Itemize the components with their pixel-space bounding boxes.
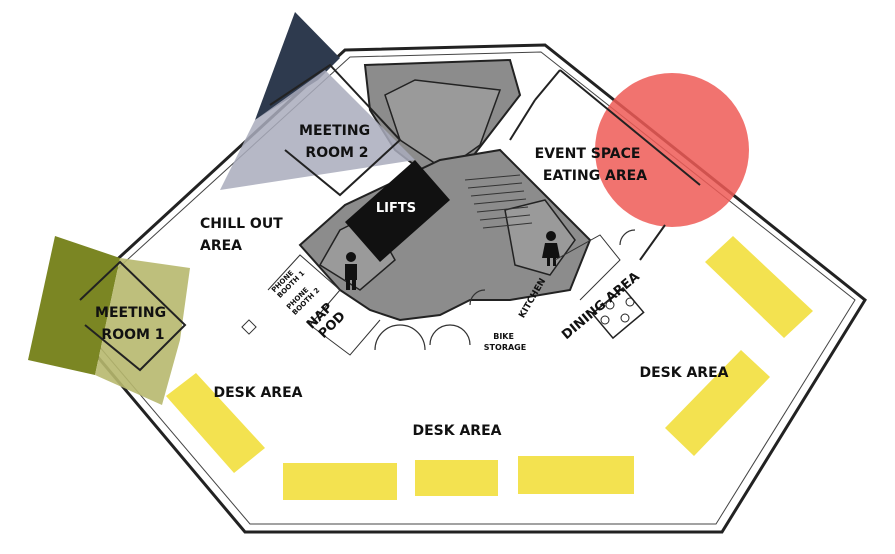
desk-group: [166, 236, 813, 500]
desk-area-left-label: DESK AREA: [213, 385, 302, 401]
event-space-label: EVENT SPACE EATING AREA: [535, 146, 648, 184]
chill-out-area-label: CHILL OUT AREA: [200, 216, 288, 254]
female-restroom-icon: [542, 231, 560, 266]
meeting-room-2-area: [220, 12, 415, 197]
desk-area-right-label: DESK AREA: [639, 365, 728, 381]
dining-table: [591, 286, 645, 340]
desk: [166, 373, 265, 473]
bike-storage-label: BIKE STORAGE: [484, 332, 526, 352]
desk: [705, 236, 813, 338]
lifts-block: [345, 160, 450, 262]
desk: [415, 460, 498, 496]
meeting-room-1-label: MEETING ROOM 1: [95, 305, 171, 343]
meeting-room-2-label: MEETING ROOM 2: [299, 123, 375, 161]
event-space-circle: [595, 73, 749, 227]
entrance-doors: [374, 229, 636, 351]
interior-walls: [241, 69, 701, 356]
central-core: [298, 58, 592, 322]
desk: [665, 350, 770, 456]
desk-area-bottom-label: DESK AREA: [412, 423, 501, 439]
desk: [283, 463, 397, 500]
lifts-label: LIFTS: [376, 201, 416, 216]
stairs: [464, 174, 533, 229]
desk: [518, 456, 634, 494]
male-restroom-icon: [345, 252, 357, 290]
meeting-room-1-area: [28, 236, 190, 405]
